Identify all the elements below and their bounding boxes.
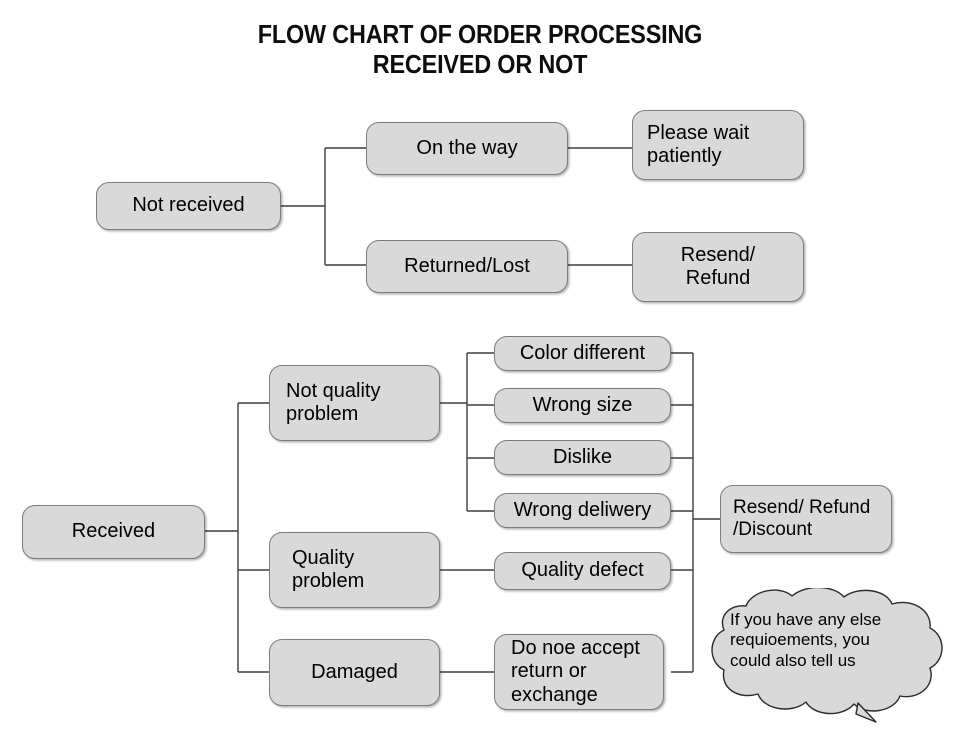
node-wrong-size[interactable]: Wrong size <box>494 388 671 423</box>
node-quality-defect[interactable]: Quality defect <box>494 552 671 590</box>
node-resend-refund[interactable]: Resend/ Refund <box>632 232 804 302</box>
node-do-not-accept-return-or-exchange[interactable]: Do noe accept return or exchange <box>494 634 664 710</box>
node-resend-refund-discount[interactable]: Resend/ Refund /Discount <box>720 485 892 553</box>
note-callout-text: If you have any else requioements, you c… <box>730 610 882 670</box>
node-damaged[interactable]: Damaged <box>269 639 440 706</box>
node-on-the-way[interactable]: On the way <box>366 122 568 175</box>
node-color-different[interactable]: Color different <box>494 336 671 371</box>
page-title: FLOW CHART OF ORDER PROCESSING RECEIVED … <box>257 19 703 79</box>
node-returned-lost[interactable]: Returned/Lost <box>366 240 568 293</box>
node-not-received[interactable]: Not received <box>96 182 281 230</box>
node-received[interactable]: Received <box>22 505 205 559</box>
node-dislike[interactable]: Dislike <box>494 440 671 475</box>
node-wrong-deliwery[interactable]: Wrong deliwery <box>494 493 671 528</box>
callout-bubble-shape <box>711 588 943 723</box>
node-please-wait-patiently[interactable]: Please wait patiently <box>632 110 804 180</box>
node-quality-problem[interactable]: Quality problem <box>269 532 440 608</box>
note-callout: If you have any else requioements, you c… <box>706 588 950 728</box>
node-not-quality-problem[interactable]: Not quality problem <box>269 365 440 441</box>
